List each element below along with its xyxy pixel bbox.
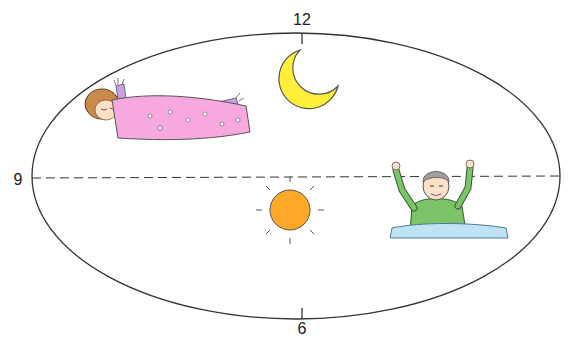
sun xyxy=(256,176,324,244)
sleeping-girl xyxy=(85,78,250,140)
clock-number: 9 xyxy=(13,172,24,188)
clock-face xyxy=(32,33,560,319)
dashed-line xyxy=(32,176,560,178)
clock-number: 6 xyxy=(297,321,308,337)
waking-man xyxy=(390,160,508,238)
tick-mark xyxy=(301,308,302,319)
clock-number: 12 xyxy=(292,12,312,28)
moon xyxy=(279,50,338,109)
tick-mark xyxy=(301,33,302,44)
